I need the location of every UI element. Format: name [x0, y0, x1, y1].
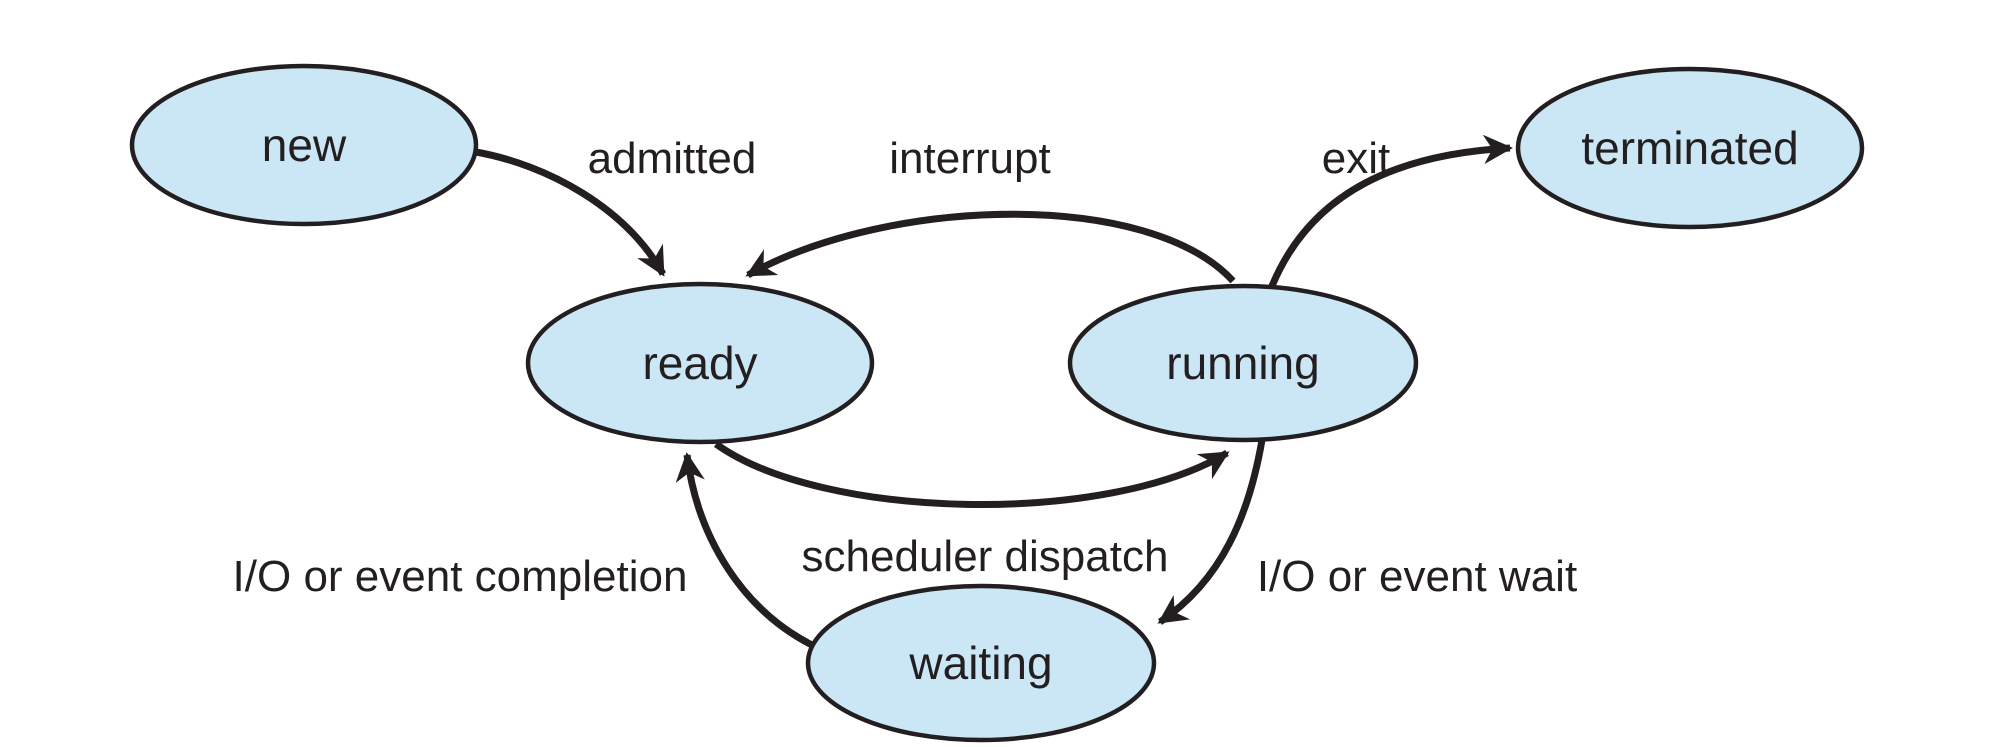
- state-ellipse-ready: [525, 281, 875, 445]
- state-ellipse-new: [129, 63, 479, 227]
- state-ellipse-terminated: [1515, 66, 1865, 230]
- arrow-admitted: [475, 148, 667, 277]
- transition-label-io-wait: I/O or event wait: [1257, 552, 1577, 601]
- state-label-running: running: [1166, 337, 1319, 389]
- transition-label-admitted: admitted: [588, 134, 757, 183]
- state-label-ready: ready: [642, 337, 757, 389]
- transition-arrows: [475, 134, 1513, 652]
- state-label-new: new: [262, 119, 347, 171]
- state-node-waiting: waiting: [805, 583, 1157, 743]
- state-label-waiting: waiting: [908, 637, 1052, 689]
- state-node-ready: ready: [525, 281, 875, 445]
- transition-label-exit: exit: [1322, 134, 1390, 183]
- state-ellipse-waiting: [805, 583, 1157, 743]
- state-node-new: new: [129, 63, 479, 227]
- state-label-terminated: terminated: [1581, 122, 1798, 174]
- state-node-terminated: terminated: [1515, 66, 1865, 230]
- arrow-scheduler-dispatch: [713, 441, 1230, 508]
- arrow-io-completion: [675, 452, 820, 652]
- state-node-running: running: [1067, 283, 1419, 443]
- transition-label-io-completion: I/O or event completion: [233, 552, 688, 601]
- transition-labels: admitted interrupt exit scheduler dispat…: [233, 134, 1578, 601]
- state-ellipse-running: [1067, 283, 1419, 443]
- transition-label-interrupt: interrupt: [889, 134, 1050, 183]
- transition-label-scheduler-dispatch: scheduler dispatch: [802, 532, 1169, 581]
- arrow-io-wait: [1157, 439, 1266, 625]
- arrow-interrupt: [745, 210, 1236, 284]
- arrow-exit: [1268, 134, 1513, 288]
- state-nodes: new ready running terminated waiting: [129, 63, 1865, 743]
